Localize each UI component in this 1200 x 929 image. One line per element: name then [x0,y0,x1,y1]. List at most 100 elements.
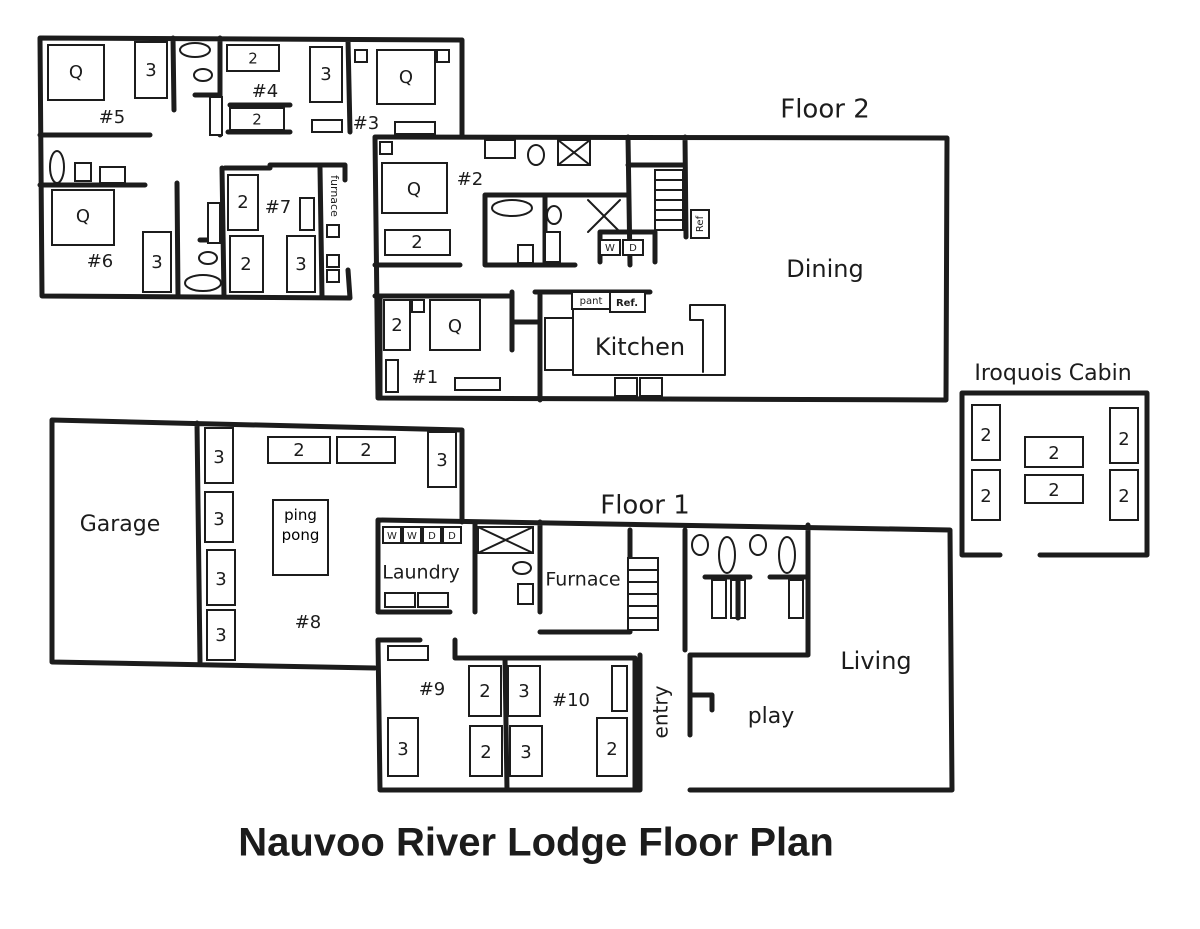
bed-size: 2 [1118,429,1129,450]
bed-size: 2 [980,486,991,507]
bed [383,299,411,351]
plan-title: Nauvoo River Lodge Floor Plan [238,821,834,865]
bed [469,725,503,777]
sink-icon [788,579,804,619]
bed-size: 2 [293,440,304,461]
sink-icon [711,579,727,619]
bed-size: 2 [480,742,491,763]
bench [417,592,449,608]
bed [142,231,172,293]
bed [336,436,396,464]
bed [971,469,1001,521]
bed [309,46,343,103]
nightstand [354,49,368,63]
bed [206,609,236,661]
ref-label: Ref [695,215,706,232]
room-label-3: #3 [353,113,380,134]
dryer-label: D [448,531,456,542]
tub-icon [49,150,65,184]
ref-label: Ref. [616,298,638,309]
bed-size: 3 [397,739,408,760]
refrigerator-icon [609,291,646,313]
bed [971,404,1001,461]
bed [596,717,628,777]
room-label-2: #2 [457,169,484,190]
bed [229,107,285,131]
bed-size: 3 [320,64,331,85]
bed-size: Q [448,316,462,337]
dryer-icon [442,526,462,544]
tub-icon [778,536,796,574]
tub-icon [491,199,533,217]
bed-size: Q [76,206,90,227]
stairs-icon [654,169,684,231]
bed [376,49,436,105]
bed-size: 2 [479,681,490,702]
sink-icon [544,231,561,263]
cabin-title: Iroquois Cabin [974,361,1131,386]
bed [1024,436,1084,468]
bed-size: 3 [295,254,306,275]
bed [229,235,264,293]
washer-label: W [407,531,417,542]
bed [509,725,543,777]
bed [507,665,541,717]
sink-icon [209,96,223,136]
bed [381,162,448,214]
ping-pong-table [272,499,329,576]
stove-icon [544,317,574,371]
floor2-title: Floor 2 [780,95,870,125]
bed-size: 3 [436,450,447,471]
sink-icon [484,139,516,159]
room-label-7: #7 [265,197,292,218]
room-label-entry: entry [649,685,673,738]
washer-icon [599,239,621,256]
tub-icon [718,536,736,574]
bed [387,717,419,777]
bench [611,665,628,712]
bed [429,299,481,351]
bed [204,427,234,484]
room-label-1: #1 [412,367,439,388]
washer-icon [382,526,402,544]
bed-size: 2 [252,111,262,129]
bed-size: 2 [1048,480,1059,501]
bed-size: Q [69,62,83,83]
bed-size: 3 [213,447,224,468]
sink-icon [639,377,663,397]
tub-icon [184,274,222,292]
bench [385,359,399,393]
room-label-play: play [748,704,795,729]
toilet-icon [198,251,218,265]
washer-icon [326,224,340,238]
bed-size: 3 [151,252,162,273]
bed-size: 2 [248,50,258,68]
washer-label: W [605,243,615,254]
sink-icon [99,166,126,184]
washer-icon [402,526,422,544]
dryer-label: D [428,531,436,542]
floor1: 3 3 3 3 2 2 3 ping pong #8 Garage Floor … [49,417,955,793]
sink-icon [517,244,534,264]
floor1-title: Floor 1 [600,491,690,521]
bed-size: Q [407,179,421,200]
bed [286,235,316,293]
bed-size: 3 [145,60,156,81]
bed-size: 2 [391,315,402,336]
bed [1024,474,1084,504]
nightstand [436,49,450,63]
dryer-icon [622,239,644,256]
nightstand [411,299,425,313]
bed [299,197,315,231]
toilet-icon [691,534,709,556]
bed-size: Q [399,67,413,88]
sink-icon [517,583,534,605]
room-label-9: #9 [419,679,446,700]
room-label-4: #4 [252,81,279,102]
room-label-kitchen: Kitchen [595,333,685,361]
toilet-icon [74,162,92,182]
bed-size: 3 [518,681,529,702]
bed-size: 2 [606,739,617,760]
pingpong-label: ping pong [281,506,320,544]
